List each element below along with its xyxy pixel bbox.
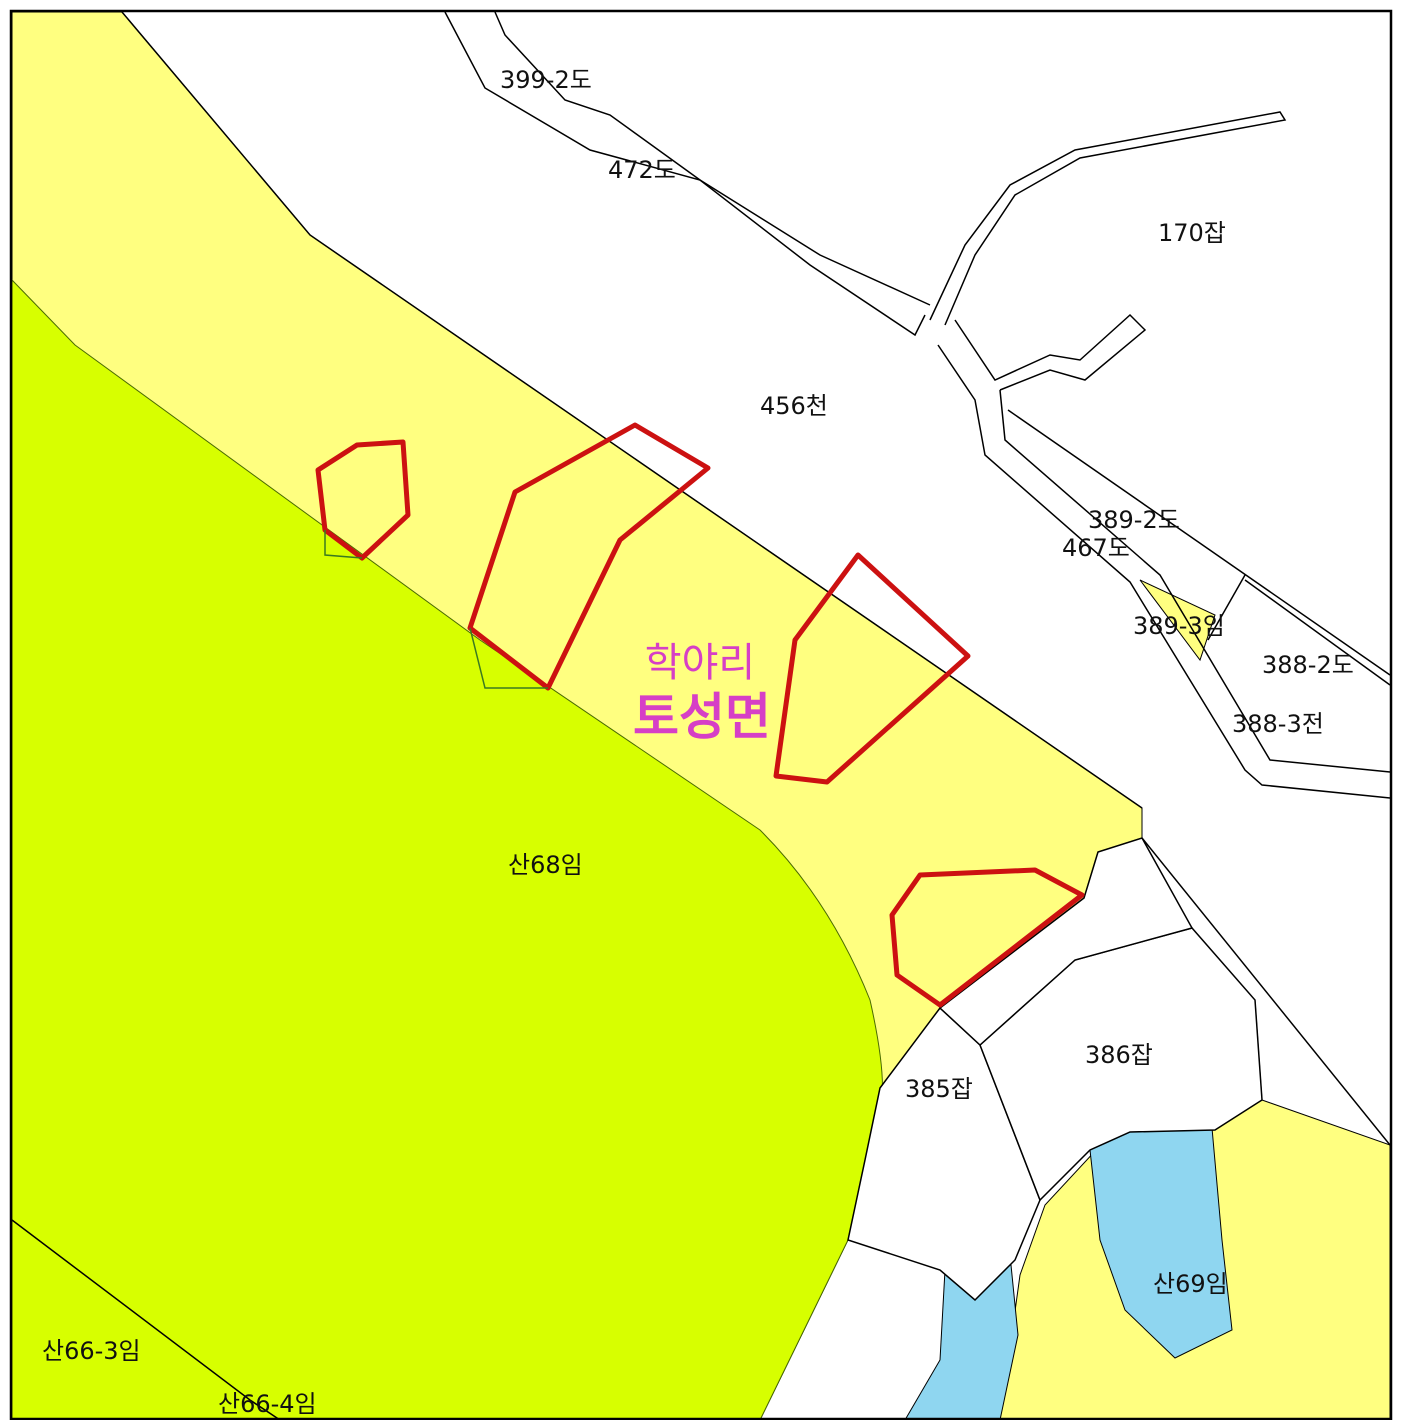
parcel-label: 산68임 — [508, 851, 583, 879]
parcel-label: 산66-4임 — [218, 1390, 317, 1418]
parcel-label: 385잡 — [905, 1075, 973, 1103]
village-label: 학야리 — [645, 640, 755, 686]
parcel-label: 467도 — [1062, 534, 1130, 562]
parcel-label: 388-3전 — [1232, 710, 1324, 738]
parcel-label: 388-2도 — [1262, 651, 1354, 679]
parcel-label: 산69임 — [1153, 1270, 1228, 1298]
parcel-label: 456천 — [760, 392, 828, 420]
parcel-upper-385 — [938, 837, 1194, 1047]
township-label: 토성면 — [633, 688, 771, 746]
highlight-side-lines — [324, 530, 548, 689]
parcel-label: 389-3임 — [1133, 612, 1225, 640]
parcel-boundaries — [11, 11, 1391, 1420]
parcel-label: 389-2도 — [1088, 506, 1180, 534]
highlight-parcel-4[interactable] — [889, 867, 1085, 1008]
highlight-parcel-3[interactable] — [773, 552, 971, 785]
parcel-label: 산66-3임 — [42, 1337, 141, 1365]
map-frame — [9, 9, 1393, 1420]
parcel-label: 170잡 — [1158, 219, 1226, 247]
parcel-labels: 399-2도 472도 170잡 456천 389-2도 467도 389-3임… — [42, 66, 1354, 1418]
parcel-label: 399-2도 — [500, 66, 592, 94]
yellow-parcel-389-3 — [1139, 579, 1216, 662]
parcel-label: 386잡 — [1085, 1041, 1153, 1069]
parcel-label: 472도 — [608, 156, 676, 184]
